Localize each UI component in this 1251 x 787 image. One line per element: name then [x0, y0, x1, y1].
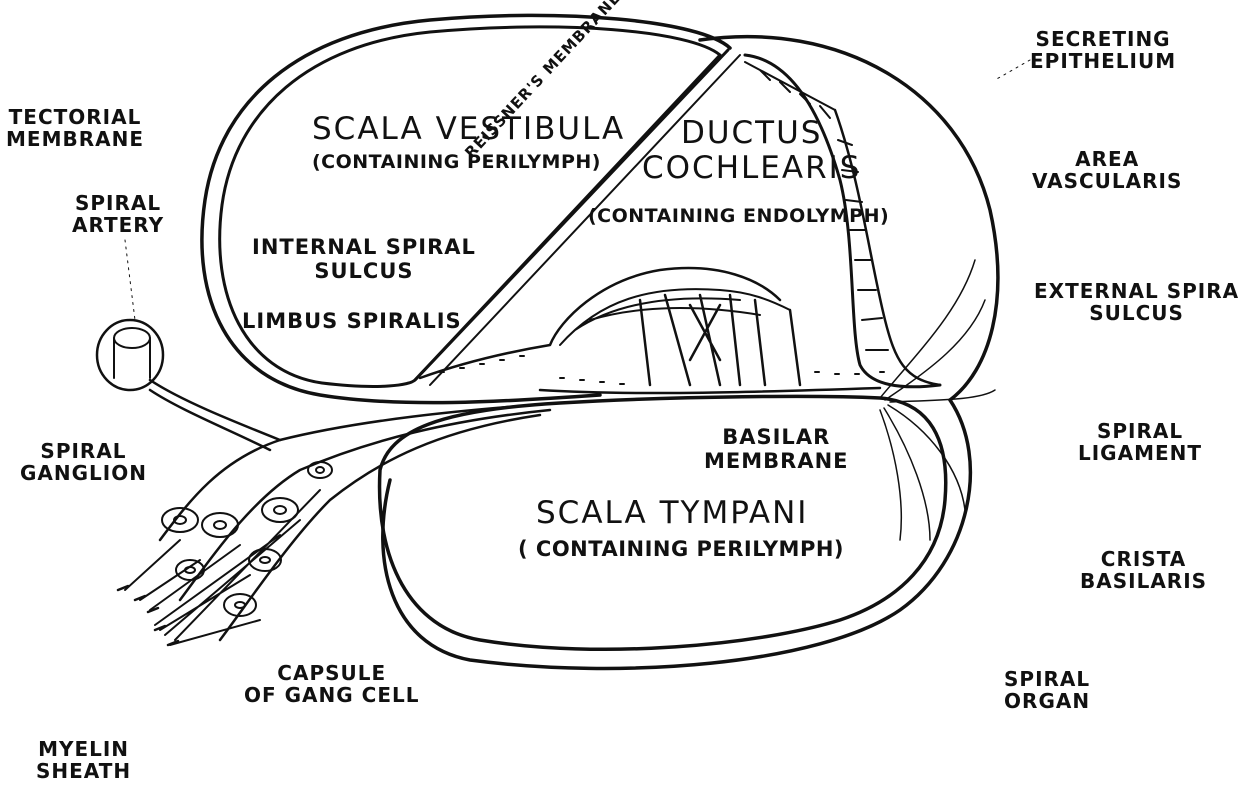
ganglion-cells — [162, 462, 332, 616]
label-internal-spiral-line1: INTERNAL SPIRAL — [252, 236, 476, 260]
label-spiral-organ-line1: SPIRAL — [1004, 668, 1090, 690]
label-crista-line1: CRISTA — [1080, 548, 1207, 570]
label-area-vascularis: AREA VASCULARIS — [1032, 148, 1182, 193]
label-basilar-membrane: BASILAR MEMBRANE — [704, 426, 849, 473]
limbus-spiralis-surface — [420, 268, 780, 378]
label-scala-tympani-text: SCALA TYMPANI — [536, 496, 808, 531]
label-capsule-gang-cell: CAPSULE OF GANG CELL — [244, 662, 419, 707]
label-tectorial-membrane-line2: MEMBRANE — [6, 128, 144, 150]
label-spiral-organ-line2: ORGAN — [1004, 690, 1090, 712]
spiral-organ-base — [540, 388, 880, 393]
label-scala-vestibula-note: (CONTAINING PERILYMPH) — [312, 152, 601, 173]
label-spiral-ganglion-line1: SPIRAL — [20, 440, 147, 462]
label-scala-tympani: SCALA TYMPANI — [536, 496, 808, 531]
label-capsule-line2: OF GANG CELL — [244, 684, 419, 706]
label-spiral-artery-line2: ARTERY — [72, 214, 164, 236]
label-myelin-sheath: MYELIN SHEATH — [36, 738, 131, 783]
label-area-vascularis-line2: VASCULARIS — [1032, 170, 1182, 192]
label-crista-line2: BASILARIS — [1080, 570, 1207, 592]
label-spiral-ligament: SPIRAL LIGAMENT — [1078, 420, 1202, 465]
label-secreting-epithelium: SECRETING EPITHELIUM — [1030, 28, 1176, 73]
spiral-ligament-outer-wall — [383, 400, 971, 668]
label-tectorial-membrane: TECTORIAL MEMBRANE — [6, 106, 144, 151]
label-ductus-note: (CONTAINING ENDOLYMPH) — [588, 206, 889, 227]
label-limbus-text: LIMBUS SPIRALIS — [242, 310, 462, 334]
label-spiral-ligament-line1: SPIRAL — [1078, 420, 1202, 442]
label-scala-vestibula-note-text: (CONTAINING PERILYMPH) — [312, 152, 601, 173]
label-scala-tympani-note-text: ( CONTAINING PERILYMPH) — [518, 538, 844, 562]
label-capsule-line1: CAPSULE — [244, 662, 419, 684]
label-ductus-line1: DUCTUS — [642, 116, 861, 151]
label-internal-spiral-line2: SULCUS — [252, 260, 476, 284]
label-external-spiral-line1: EXTERNAL SPIRA — [1034, 280, 1239, 302]
label-limbus-spiralis: LIMBUS SPIRALIS — [242, 310, 462, 334]
label-external-spiral-sulcus: EXTERNAL SPIRA SULCUS — [1034, 280, 1239, 325]
label-secreting-line1: SECRETING — [1030, 28, 1176, 50]
limbus-dots — [440, 356, 884, 384]
label-myelin-sheath-line1: MYELIN — [36, 738, 131, 760]
label-crista-basilaris: CRISTA BASILARIS — [1080, 548, 1207, 593]
label-spiral-artery: SPIRAL ARTERY — [72, 192, 164, 237]
label-scala-tympani-note: ( CONTAINING PERILYMPH) — [518, 538, 844, 562]
spiral-artery-vessel — [150, 380, 280, 450]
label-spiral-artery-line1: SPIRAL — [72, 192, 164, 214]
label-external-spiral-line2: SULCUS — [1034, 302, 1239, 324]
label-myelin-sheath-line2: SHEATH — [36, 760, 131, 782]
label-basilar-line1: BASILAR — [704, 426, 849, 450]
label-ductus-cochlearis: DUCTUS COCHLEARIS — [642, 116, 861, 185]
spiral-artery-cylinder-outer — [97, 320, 163, 390]
label-spiral-organ: SPIRAL ORGAN — [1004, 668, 1090, 713]
label-secreting-line2: EPITHELIUM — [1030, 50, 1176, 72]
label-spiral-ligament-line2: LIGAMENT — [1078, 442, 1202, 464]
label-ductus-line2: COCHLEARIS — [642, 151, 861, 186]
tectorial-membrane-shape — [560, 289, 790, 345]
label-area-vascularis-line1: AREA — [1032, 148, 1182, 170]
label-spiral-ganglion: SPIRAL GANGLION — [20, 440, 147, 485]
label-ductus-note-text: (CONTAINING ENDOLYMPH) — [588, 206, 889, 227]
label-basilar-line2: MEMBRANE — [704, 450, 849, 474]
label-spiral-ganglion-line2: GANGLION — [20, 462, 147, 484]
label-tectorial-membrane-line1: TECTORIAL — [6, 106, 144, 128]
spiral-artery-cylinder-top — [114, 328, 150, 348]
label-internal-spiral-sulcus: INTERNAL SPIRAL SULCUS — [252, 236, 476, 283]
